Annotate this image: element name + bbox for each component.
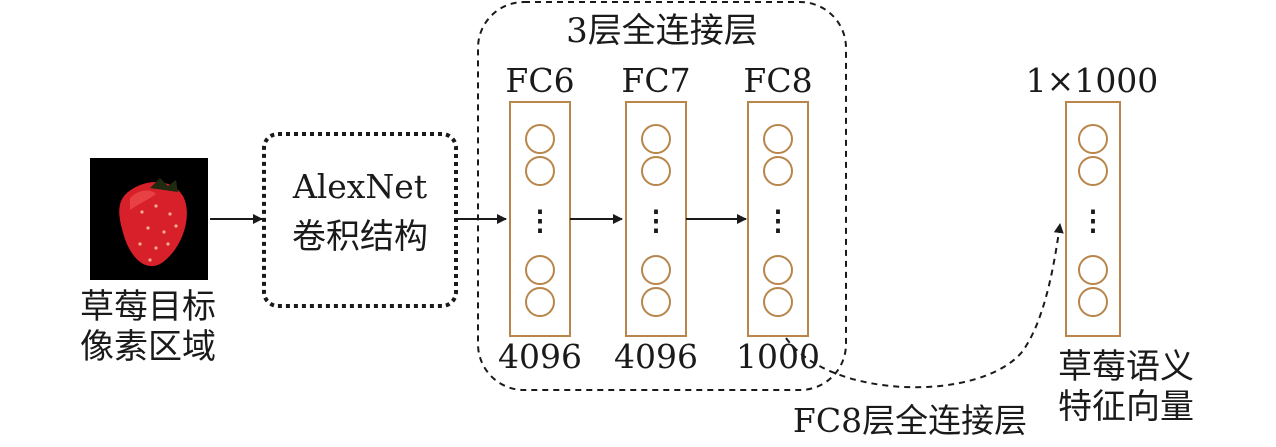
ellipsis-icon: ⋮ [526, 204, 554, 237]
neuron [763, 255, 793, 285]
neuron [641, 124, 671, 154]
arrow-fc8-to-output [785, 223, 1064, 389]
neuron [641, 287, 671, 317]
ellipsis-icon: ⋮ [1079, 204, 1107, 237]
neuron [1078, 255, 1108, 285]
neuron [525, 156, 555, 186]
conv-label-line2: 卷积结构 [292, 217, 428, 257]
fc7-name: FC7 [621, 61, 690, 100]
fc6-size: 4096 [498, 337, 582, 376]
strawberry-image [90, 158, 208, 280]
neuron [1078, 287, 1108, 317]
neuron [1078, 156, 1108, 186]
fc8-annotation: FC8层全连接层 [793, 401, 1027, 440]
fc6-name: FC6 [505, 61, 574, 100]
fc7-column: FC7 ⋮ 4096 [614, 61, 698, 376]
fc8-size: 1000 [736, 337, 820, 376]
neuron [1078, 124, 1108, 154]
output-dims: 1×1000 [1026, 61, 1159, 100]
input-label-line2: 像素区域 [80, 327, 216, 367]
fc8-column: FC8 ⋮ 1000 [736, 61, 820, 376]
fc6-column: FC6 ⋮ 4096 [498, 61, 582, 376]
neuron [525, 124, 555, 154]
output-column: 1×1000 ⋮ [1026, 61, 1159, 337]
fc-group-title: 3层全连接层 [566, 11, 758, 51]
fc8-box [747, 101, 809, 337]
neuron [763, 124, 793, 154]
fc8-name: FC8 [743, 61, 812, 100]
conv-label-line1: AlexNet [292, 167, 427, 206]
neuron [525, 255, 555, 285]
output-label-line2: 特征向量 [1058, 387, 1194, 427]
output-box [1065, 101, 1121, 337]
output-label-line1: 草莓语义 [1058, 347, 1194, 387]
neuron [525, 287, 555, 317]
fc-group-border [477, 1, 847, 391]
fc7-size: 4096 [614, 337, 698, 376]
neuron [763, 156, 793, 186]
neuron [641, 156, 671, 186]
neuron [763, 287, 793, 317]
ellipsis-icon: ⋮ [764, 204, 792, 237]
input-label-line1: 草莓目标 [80, 287, 216, 327]
strawberry-icon [119, 178, 187, 267]
neuron [641, 255, 671, 285]
ellipsis-icon: ⋮ [642, 204, 670, 237]
